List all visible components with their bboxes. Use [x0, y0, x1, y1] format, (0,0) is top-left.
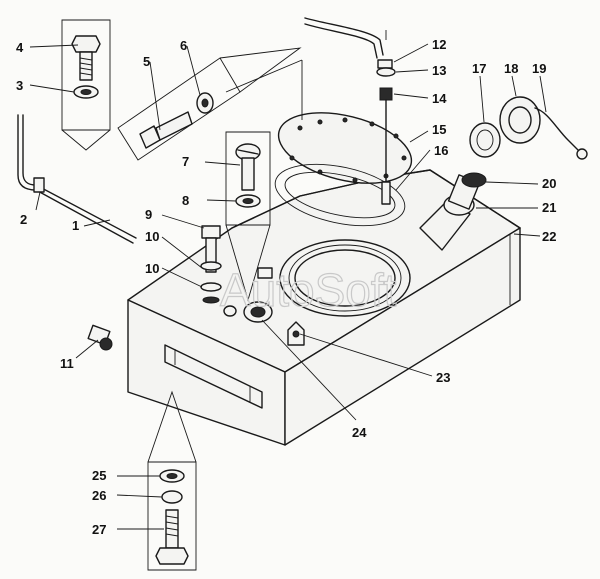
callout-13: 13: [432, 63, 446, 78]
fuel-pipe: [304, 17, 396, 205]
callout-2: 2: [20, 212, 27, 227]
detail-box-bolt-5: [117, 47, 302, 161]
callout-27: 27: [92, 522, 106, 537]
tube-clip: [33, 177, 45, 193]
callout-16: 16: [434, 143, 448, 158]
cap-chain: [534, 107, 581, 153]
detail-box-screw-7: [225, 131, 271, 302]
cover-gasket: [274, 163, 406, 227]
drain-plug: [87, 324, 113, 351]
callout-15: 15: [432, 122, 446, 137]
mounting-bracket: [164, 344, 263, 409]
callout-1: 1: [72, 218, 79, 233]
detail-box-bolt-27: [147, 390, 197, 571]
callout-3: 3: [16, 78, 23, 93]
callout-4: 4: [16, 40, 24, 55]
pipe-nut: [377, 59, 393, 69]
callout-23: 23: [436, 370, 450, 385]
detail-box-bolt-4: [61, 19, 111, 151]
vent-tube: [17, 114, 137, 244]
cap: [499, 96, 541, 144]
callout-11: 11: [60, 356, 74, 371]
callout-12: 12: [432, 37, 446, 52]
callout-10b: 10: [145, 261, 159, 276]
callout-5: 5: [143, 54, 150, 69]
callout-6: 6: [180, 38, 187, 53]
callout-21: 21: [542, 200, 556, 215]
callout-7: 7: [182, 154, 189, 169]
filler-neck: [419, 172, 487, 251]
leader-lines: [29, 30, 547, 530]
watermark: AutoSoft: [220, 264, 397, 316]
tank-flange-opening: [279, 239, 411, 317]
callout-25: 25: [92, 468, 106, 483]
cap-seal: [469, 122, 501, 158]
callout-9: 9: [145, 207, 152, 222]
callout-24: 24: [352, 425, 367, 440]
filler-cap: [469, 96, 588, 160]
callout-19: 19: [532, 61, 546, 76]
callout-26: 26: [92, 488, 106, 503]
fitting: [379, 87, 393, 101]
callout-22: 22: [542, 229, 556, 244]
callout-8: 8: [182, 193, 189, 208]
callout-10a: 10: [145, 229, 159, 244]
callout-18: 18: [504, 61, 518, 76]
callout-labels: 4 3 5 6 7 8 9 10 10 2 1 11 12 13 14 15 1…: [16, 37, 556, 537]
sender-boss: [223, 267, 305, 346]
callout-20: 20: [542, 176, 556, 191]
callout-17: 17: [472, 61, 486, 76]
bolt-group-9: [200, 225, 222, 304]
callout-14: 14: [432, 91, 447, 106]
washer: [376, 67, 396, 77]
